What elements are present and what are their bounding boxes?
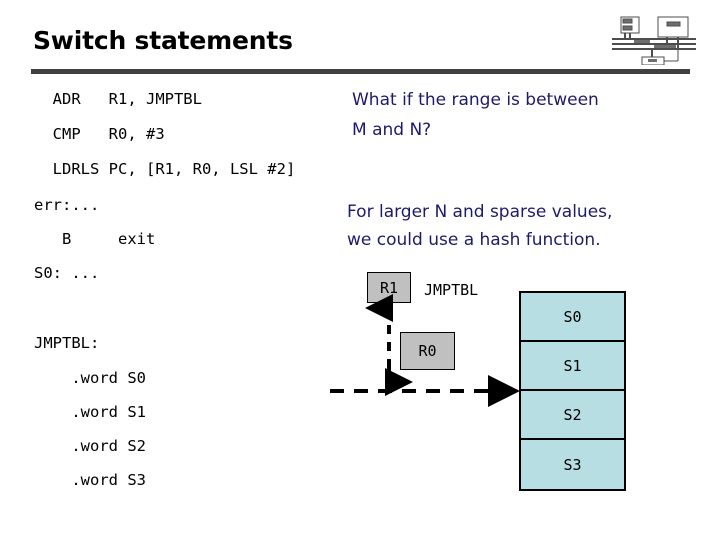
- table-cell-label: S3: [563, 455, 582, 474]
- title-divider: [31, 69, 690, 74]
- register-box-r1-label: R1: [379, 278, 399, 297]
- table-cell-label: S2: [563, 405, 582, 424]
- page-title: Switch statements: [33, 26, 293, 55]
- table-row: S2: [521, 391, 624, 440]
- code-label-jmptbl: JMPTBL:: [34, 334, 100, 352]
- code-line-adr: ADR R1, JMPTBL: [34, 90, 202, 108]
- note-question-line2: M and N?: [352, 120, 432, 140]
- code-line-ldrls: LDRLS PC, [R1, R0, LSL #2]: [34, 160, 296, 178]
- table-row: S3: [521, 440, 624, 489]
- code-line-cmp: CMP R0, #3: [34, 125, 165, 143]
- table-cell-label: S0: [563, 307, 582, 326]
- register-box-r0: R0: [400, 332, 455, 370]
- register-box-r1: R1: [367, 272, 411, 303]
- code-line-s0: S0: ...: [34, 264, 100, 282]
- register-box-r0-label: R0: [418, 342, 437, 360]
- note-hint-line1: For larger N and sparse values,: [347, 202, 613, 222]
- table-cell-label: S1: [563, 356, 582, 375]
- code-word-s0: .word S0: [34, 369, 146, 387]
- diagram-table-label: JMPTBL: [424, 281, 479, 299]
- note-question-line1: What if the range is between: [352, 90, 599, 110]
- table-row: S1: [521, 342, 624, 391]
- circuit-schematic-logo: [612, 16, 696, 65]
- code-line-b: B exit: [34, 230, 156, 248]
- jump-table: S0 S1 S2 S3: [519, 291, 626, 491]
- table-row: S0: [521, 293, 624, 342]
- code-line-err: err:...: [34, 196, 100, 214]
- note-hint-line2: we could use a hash function.: [347, 230, 601, 250]
- code-word-s3: .word S3: [34, 471, 146, 489]
- code-word-s2: .word S2: [34, 437, 146, 455]
- code-word-s1: .word S1: [34, 403, 146, 421]
